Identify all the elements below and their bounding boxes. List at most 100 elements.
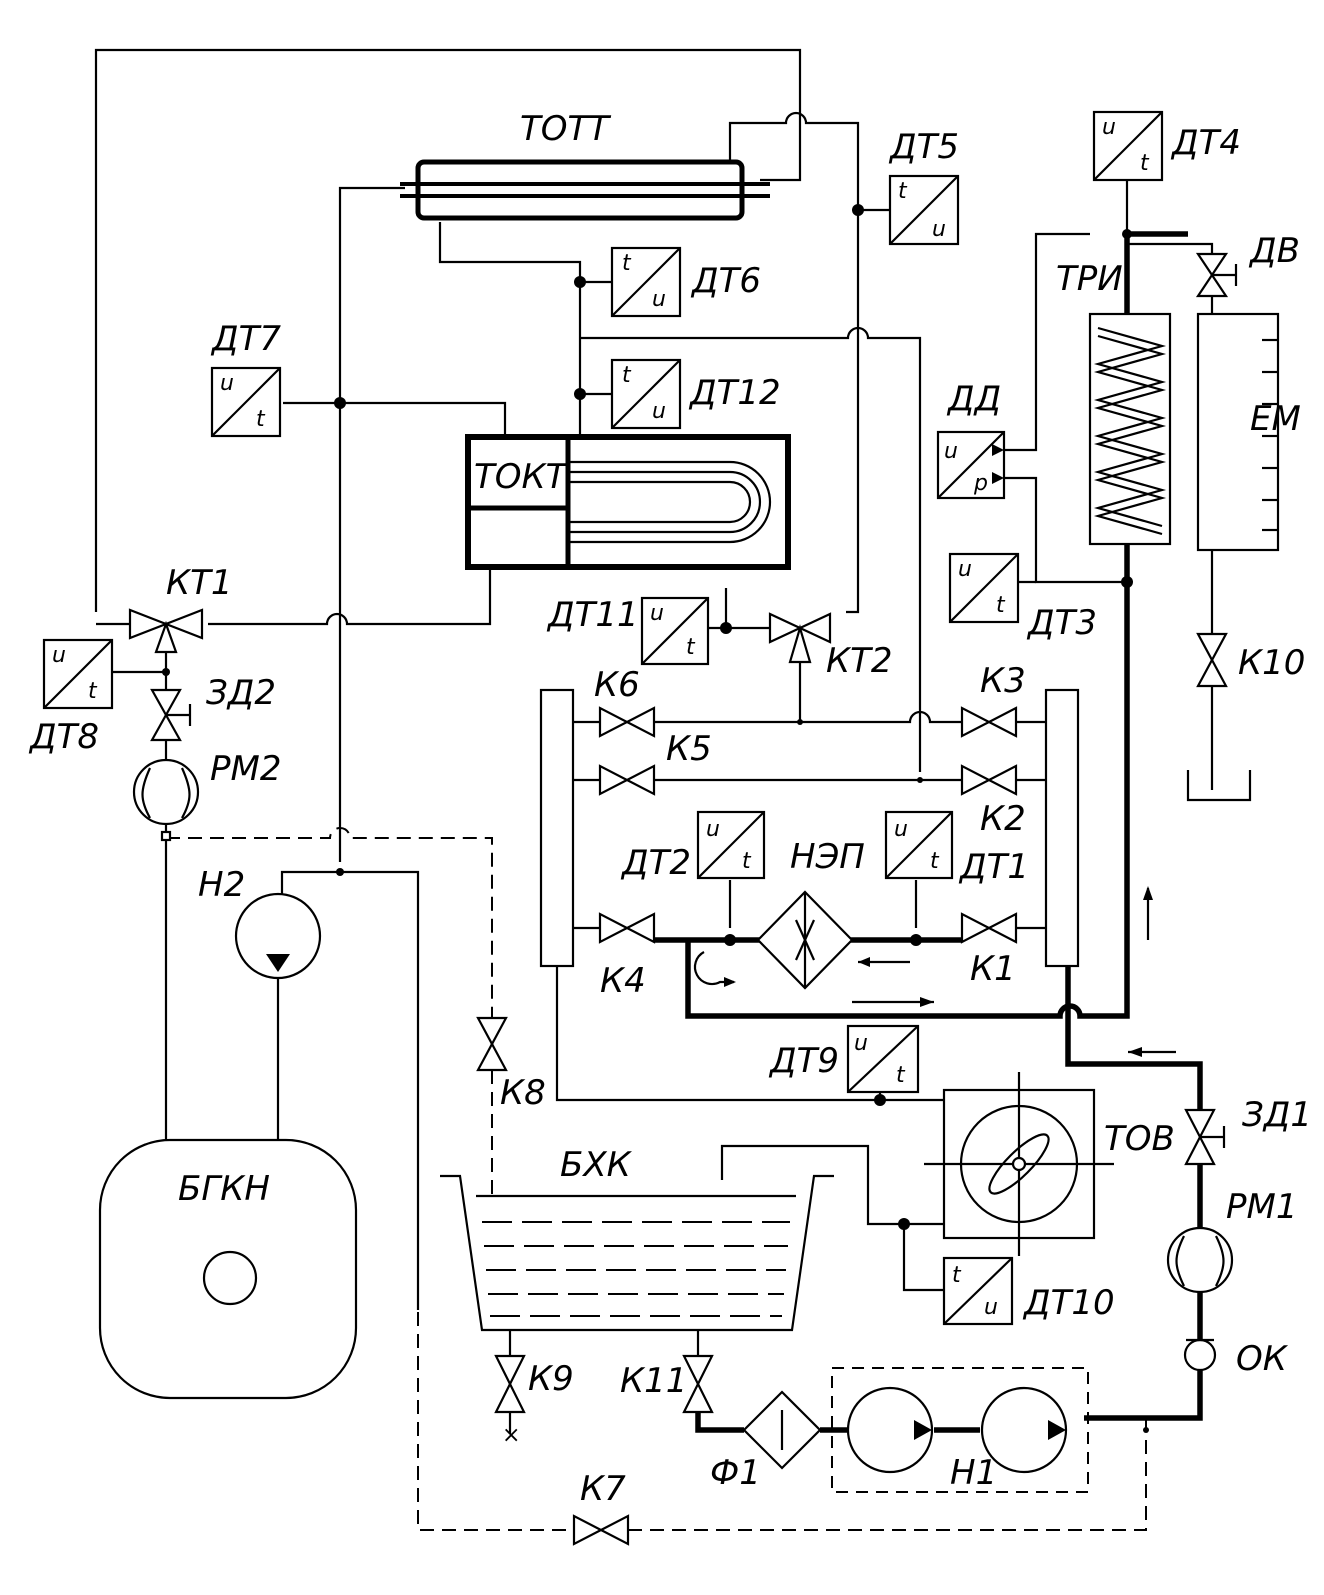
svg-text:t: t — [898, 179, 908, 204]
zd1-label: ЗД1 — [1242, 1095, 1312, 1135]
sensor-dt9: u t ДТ9 — [768, 1024, 920, 1094]
dt7-label: ДТ7 — [210, 319, 281, 359]
valve-k8: К8 — [476, 1016, 546, 1113]
svg-text:t: t — [952, 1263, 962, 1288]
svg-text:t: t — [742, 849, 752, 874]
k9-label: К9 — [528, 1359, 574, 1399]
ok-label: ОК — [1236, 1339, 1289, 1379]
dv-label: ДВ — [1248, 231, 1300, 271]
flow-arrows — [693, 886, 1176, 1057]
svg-text:t: t — [88, 679, 98, 704]
dt5-label: ДТ5 — [888, 127, 959, 167]
svg-text:u: u — [706, 817, 720, 842]
valve-k1: К1 — [960, 912, 1018, 989]
sensor-dt12: tu ДТ12 — [580, 358, 781, 430]
kt2-label: КТ2 — [826, 641, 893, 681]
n1-label: Н1 — [950, 1453, 997, 1493]
dashed-piping — [166, 827, 1147, 1531]
dt1-label: ДТ1 — [958, 847, 1029, 887]
sensor-dt2: ut ДТ2 — [620, 810, 766, 883]
sensor-dt7: ut ДТ7 — [210, 319, 281, 438]
tank-bxk: БХК — [440, 1145, 834, 1332]
pump-unit-n1: Н1 — [831, 1367, 1089, 1493]
dt9-label: ДТ9 — [768, 1041, 839, 1081]
svg-text:u: u — [652, 399, 666, 424]
svg-text:t: t — [930, 849, 940, 874]
valve-k2: К2 — [960, 764, 1026, 839]
nep-element: НЭП — [756, 837, 865, 990]
svg-text:u: u — [220, 371, 234, 396]
valve-zd2: ЗД2 — [150, 673, 276, 742]
nep-label: НЭП — [790, 837, 865, 877]
svg-text:t: t — [1140, 151, 1150, 176]
svg-text:u: u — [958, 557, 972, 582]
k6-label: К6 — [594, 665, 640, 705]
svg-text:t: t — [896, 1063, 906, 1088]
svg-text:u: u — [52, 643, 66, 668]
svg-text:×: × — [502, 1423, 520, 1448]
sensor-dt4: ut ДТ4 — [1092, 110, 1241, 182]
sensor-dt10: tu ДТ10 — [942, 1256, 1115, 1326]
tri-coil-exchanger: ТРИ — [1056, 259, 1172, 546]
valve-k9: × К9 — [494, 1354, 574, 1448]
k7-label: К7 — [580, 1469, 626, 1509]
svg-text:t: t — [686, 635, 696, 660]
valve-kt1: КТ1 — [128, 563, 233, 654]
check-valve-ok: ОК — [1183, 1338, 1289, 1379]
thin-piping — [94, 48, 1252, 1434]
k2-label: К2 — [980, 799, 1026, 839]
tri-label: ТРИ — [1056, 259, 1123, 299]
svg-text:t: t — [622, 363, 632, 388]
tott-heat-exchanger: ТОТТ — [400, 109, 770, 221]
svg-text:u: u — [944, 439, 958, 464]
right-collector — [1044, 688, 1080, 968]
dt3-label: ДТ3 — [1026, 603, 1097, 643]
filter-f1: Ф1 — [710, 1390, 822, 1493]
dt6-label: ДТ6 — [690, 261, 761, 301]
k3-label: К3 — [980, 661, 1026, 701]
junction-dots — [162, 204, 1149, 1433]
sensor-dt5: tu ДТ5 — [858, 127, 960, 246]
flowmeter-pm1: РМ1 — [1166, 1187, 1297, 1294]
valve-k11: К11 — [620, 1354, 714, 1414]
k11-label: К11 — [620, 1361, 687, 1401]
svg-text:u: u — [894, 817, 908, 842]
dt2-label: ДТ2 — [620, 843, 691, 883]
f1-label: Ф1 — [710, 1453, 761, 1493]
pump-n2: Н2 — [198, 865, 322, 980]
svg-text:t: t — [256, 407, 266, 432]
tott-label: ТОТТ — [520, 109, 611, 149]
valve-k10: К10 — [1196, 632, 1305, 688]
dd-label: ДД — [946, 379, 1001, 419]
sensor-dt6: tu ДТ6 — [580, 246, 761, 318]
zd2-label: ЗД2 — [206, 673, 276, 713]
tov-label: ТОВ — [1104, 1119, 1175, 1159]
sensor-dd: up ДД — [936, 379, 1006, 500]
k8-label: К8 — [500, 1073, 546, 1113]
k1-label: К1 — [970, 949, 1016, 989]
valve-zd1: ЗД1 — [1184, 1095, 1312, 1166]
dt8-label: ДТ8 — [28, 717, 99, 757]
valve-k3: К3 — [960, 661, 1026, 738]
svg-text:u: u — [932, 217, 946, 242]
bgkn-label: БГКН — [178, 1169, 270, 1209]
em-label: ЕМ — [1250, 399, 1301, 439]
svg-text:u: u — [854, 1031, 868, 1056]
dt4-label: ДТ4 — [1170, 123, 1241, 163]
fan-exchanger-tov: ТОВ — [924, 1072, 1175, 1256]
svg-text:t: t — [622, 251, 632, 276]
pm1-label: РМ1 — [1226, 1187, 1297, 1227]
valve-k7: К7 — [572, 1469, 630, 1546]
left-collector — [539, 688, 575, 968]
tokt-heat-exchanger: ТОКТ — [465, 434, 791, 570]
bkh-label: БХК — [560, 1145, 633, 1185]
valve-k4: К4 — [598, 912, 656, 1001]
k10-label: К10 — [1238, 643, 1305, 683]
em-measuring-vessel: ЕМ — [1196, 312, 1301, 552]
svg-text:u: u — [984, 1295, 998, 1320]
pm2-label: РМ2 — [210, 749, 281, 789]
kt1-label: КТ1 — [166, 563, 233, 603]
svg-text:u: u — [650, 601, 664, 626]
tank-bgkn: БГКН — [98, 1138, 358, 1400]
